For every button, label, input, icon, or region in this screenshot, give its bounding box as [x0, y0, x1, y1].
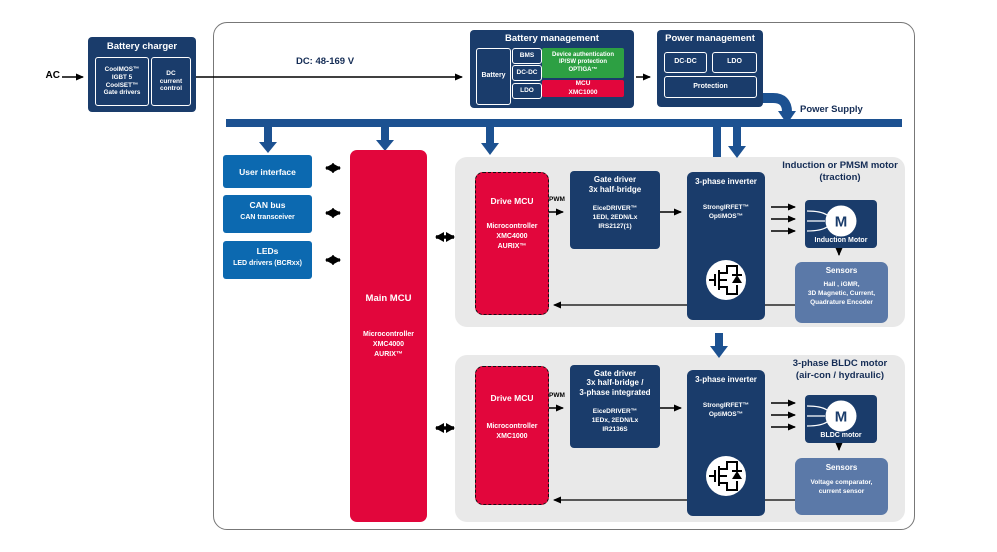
leds-title: LEDs: [256, 246, 279, 256]
sensors-bldc-sub: Voltage comparator, current sensor: [810, 479, 873, 496]
induction-motor-label: Induction Motor: [814, 237, 868, 244]
drive-mcu-bldc-sub: Microcontroller XMC1000: [486, 423, 538, 440]
pm-protection-module: Protection: [664, 76, 757, 98]
motor-m-glyph: M: [835, 409, 848, 426]
led-drivers-label: LED drivers (BCRxx): [233, 260, 302, 267]
inverter-traction-sub: StrongIRFET™ OptiMOS™: [702, 204, 750, 221]
pm-dcdc-module: DC-DC: [664, 52, 707, 73]
gate-driver-traction-title: Gate driver 3x half-bridge: [588, 175, 642, 194]
bldc-motor-label: BLDC motor: [820, 432, 862, 439]
battery-charger-title: Battery charger: [106, 41, 178, 52]
drive-mcu-bldc-block: Drive MCU Microcontroller XMC1000: [475, 366, 549, 505]
can-bus-block: CAN bus CAN transceiver: [223, 195, 312, 233]
traction-section-heading: Induction or PMSM motor (traction): [782, 160, 898, 184]
gate-driver-traction-sub: EiceDRIVER™ 1EDI, 2EDN/Lx IRS2127(1): [592, 205, 638, 231]
bms-module: BMS: [512, 48, 542, 64]
drive-mcu-traction-title: Drive MCU: [490, 196, 534, 206]
bldc-section-heading: 3-phase BLDC motor (air-con / hydraulic): [792, 358, 888, 382]
ac-input-label: AC: [45, 70, 60, 81]
inverter-traction-title: 3-phase inverter: [695, 177, 757, 186]
battery-charger-dc-control-module: DC current control: [151, 57, 191, 106]
drive-mcu-traction-sub: Microcontroller XMC4000 AURIX™: [486, 223, 538, 250]
pwm-label-traction: PWM: [549, 196, 565, 203]
mosfet-icon: [706, 456, 746, 496]
inverter-bldc-sub: StrongIRFET™ OptiMOS™: [702, 402, 750, 419]
pm-ldo-module: LDO: [712, 52, 757, 73]
motor-icon: M: [806, 205, 857, 237]
inverter-traction-block: 3-phase inverter StrongIRFET™ OptiMOS™: [687, 172, 765, 320]
battery-charger-mosfet-module: CoolMOS™ IGBT 5 CoolSET™ Gate drivers: [95, 57, 149, 106]
inverter-bldc-title: 3-phase inverter: [695, 375, 757, 384]
dc-link-label: DC: 48-169 V: [295, 56, 355, 67]
gate-driver-bldc-sub: EiceDRIVER™ 1EDx, 2EDN/Lx IR2136S: [591, 408, 639, 434]
sensors-traction-block: Sensors Hall , iGMR, 3D Magnetic, Curren…: [795, 262, 888, 323]
leds-block: LEDs LED drivers (BCRxx): [223, 241, 312, 279]
can-transceiver-label: CAN transceiver: [240, 214, 295, 221]
dcdc-module: DC-DC: [512, 65, 542, 81]
gate-driver-bldc-title: Gate driver 3x half-bridge / 3-phase int…: [579, 369, 651, 397]
bm-mcu-module: MCU XMC1000: [542, 80, 624, 97]
power-management-block: Power management DC-DC LDO Protection: [657, 30, 763, 107]
main-mcu-block: Main MCU Microcontroller XMC4000 AURIX™: [350, 150, 427, 522]
pwm-label-bldc: PWM: [549, 392, 565, 399]
induction-motor-block: M Induction Motor: [805, 200, 877, 248]
mosfet-icon: [706, 260, 746, 300]
battery-charger-block: Battery charger CoolMOS™ IGBT 5 CoolSET™…: [88, 37, 196, 112]
main-mcu-title: Main MCU: [365, 293, 412, 304]
bldc-motor-block: M BLDC motor: [805, 395, 877, 443]
device-authentication-module: Device authentication IP/SW protection O…: [542, 48, 624, 78]
drive-mcu-bldc-title: Drive MCU: [490, 393, 534, 403]
sensors-traction-title: Sensors: [825, 266, 858, 275]
battery-management-title: Battery management: [505, 33, 599, 44]
main-mcu-sub: Microcontroller XMC4000 AURIX™: [363, 331, 414, 359]
motor-m-glyph: M: [835, 214, 848, 231]
sensors-bldc-title: Sensors: [825, 463, 858, 472]
power-supply-label: Power Supply: [800, 104, 863, 115]
motor-icon: M: [806, 400, 857, 432]
inverter-bldc-block: 3-phase inverter StrongIRFET™ OptiMOS™: [687, 370, 765, 516]
gate-driver-traction-block: Gate driver 3x half-bridge EiceDRIVER™ 1…: [570, 171, 660, 249]
sensors-traction-sub: Hall , iGMR, 3D Magnetic, Current, Quadr…: [807, 281, 876, 307]
power-management-title: Power management: [665, 33, 755, 44]
drive-mcu-traction-block: Drive MCU Microcontroller XMC4000 AURIX™: [475, 172, 549, 315]
can-bus-title: CAN bus: [249, 200, 286, 210]
user-interface-block: User interface: [223, 155, 312, 188]
gate-driver-bldc-block: Gate driver 3x half-bridge / 3-phase int…: [570, 365, 660, 448]
ldo-module: LDO: [512, 83, 542, 99]
battery-module: Battery: [476, 48, 511, 105]
sensors-bldc-block: Sensors Voltage comparator, current sens…: [795, 458, 888, 515]
battery-management-block: Battery management Battery BMS DC-DC LDO…: [470, 30, 634, 108]
